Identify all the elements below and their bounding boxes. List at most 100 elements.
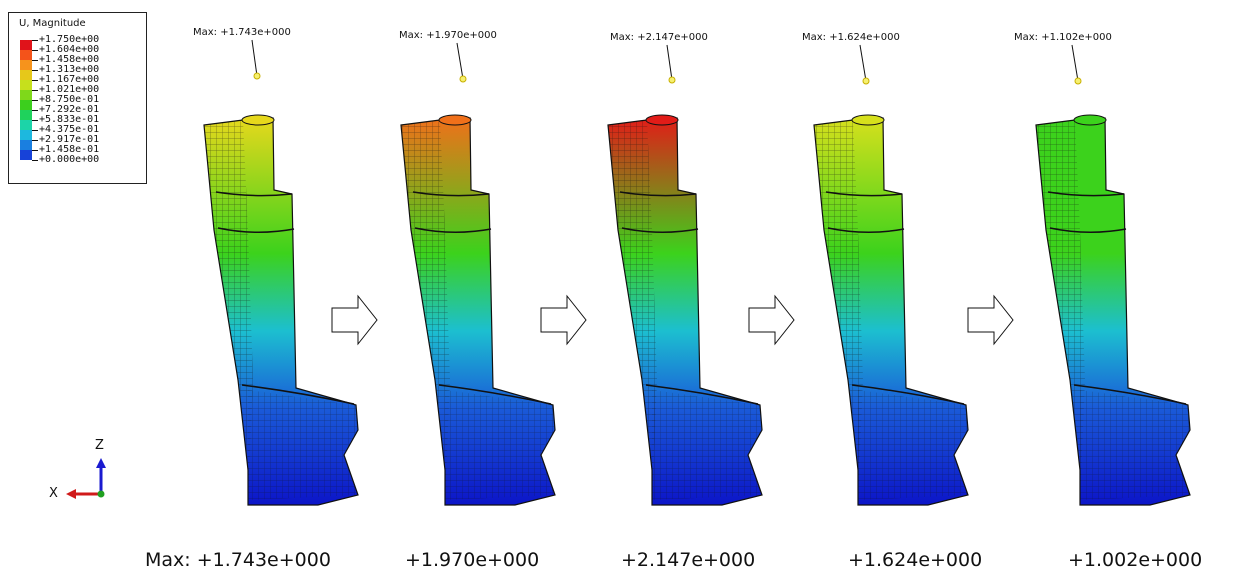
max-leader-line — [251, 39, 258, 77]
max-annotation-2: Max: +1.970e+000 — [399, 30, 497, 41]
band-line — [438, 384, 552, 405]
tube-opening — [241, 114, 275, 126]
contour-legend: U, Magnitude +1.750e+00+1.604e+00+1.458e… — [8, 12, 147, 184]
max-marker — [459, 75, 467, 83]
legend-label: +1.750e+00 — [39, 34, 100, 45]
legend-tick — [32, 120, 38, 121]
mesh-overlay-base — [1080, 390, 1190, 500]
max-leader-line — [666, 44, 673, 81]
legend-color-step — [20, 90, 32, 100]
sequence-arrow-2 — [540, 294, 587, 346]
legend-color-step — [20, 100, 32, 110]
max-marker — [253, 72, 261, 80]
band-line — [619, 191, 697, 197]
band-line — [1047, 191, 1125, 197]
legend-label: +2.917e-01 — [39, 134, 100, 145]
max-annotation-1: Max: +1.743e+000 — [193, 27, 291, 38]
legend-tick — [32, 160, 38, 161]
band-line — [851, 384, 965, 405]
bottom-max-value-1: Max: +1.743e+000 — [145, 549, 331, 571]
deformed-model-1 — [203, 39, 359, 506]
legend-color-step — [20, 50, 32, 60]
tube-opening — [438, 114, 472, 126]
max-marker — [862, 77, 870, 85]
mesh-overlay — [814, 120, 863, 500]
legend-tick — [32, 40, 38, 41]
legend-tick — [32, 70, 38, 71]
legend-color-step — [20, 140, 32, 150]
sequence-arrow-1 — [331, 294, 378, 346]
legend-color-step — [20, 70, 32, 80]
band-line — [645, 384, 759, 405]
sequence-arrow-4 — [967, 294, 1014, 346]
max-leader-line — [1071, 44, 1079, 82]
deformed-model-2 — [400, 42, 556, 506]
bottom-max-value-5: +1.002e+000 — [1068, 549, 1203, 571]
mesh-overlay — [401, 120, 450, 500]
legend-tick — [32, 130, 38, 131]
max-annotation-4: Max: +1.624e+000 — [802, 32, 900, 43]
legend-label: +7.292e-01 — [39, 104, 100, 115]
band-line — [1073, 384, 1187, 405]
legend-color-step — [20, 150, 32, 160]
triad-z-label: Z — [95, 438, 104, 453]
legend-color-step — [20, 130, 32, 140]
legend-label: +0.000e+00 — [39, 154, 100, 165]
band-line — [217, 227, 295, 234]
legend-label: +4.375e-01 — [39, 124, 100, 135]
deformed-model-3 — [607, 44, 763, 506]
max-annotation-3: Max: +2.147e+000 — [610, 32, 708, 43]
legend-color-step — [20, 60, 32, 70]
legend-label: +1.458e+00 — [39, 54, 100, 65]
mesh-overlay-base — [445, 390, 555, 500]
max-leader-line — [456, 42, 464, 80]
legend-color-step — [20, 110, 32, 120]
legend-tick — [32, 140, 38, 141]
legend-label: +1.021e+00 — [39, 84, 100, 95]
band-line — [827, 227, 905, 234]
band-line — [215, 191, 293, 197]
legend-label: +1.313e+00 — [39, 64, 100, 75]
mesh-overlay — [1036, 120, 1085, 500]
max-marker — [1074, 77, 1082, 85]
max-leader-line — [859, 44, 867, 82]
max-annotation-5: Max: +1.102e+000 — [1014, 32, 1112, 43]
triad-x-label: X — [49, 486, 58, 501]
legend-title: U, Magnitude — [19, 18, 86, 29]
legend-tick — [32, 100, 38, 101]
band-line — [414, 227, 492, 234]
legend-label: +1.167e+00 — [39, 74, 100, 85]
legend-color-bar — [20, 40, 32, 160]
max-marker — [668, 76, 676, 84]
legend-tick — [32, 90, 38, 91]
legend-color-step — [20, 80, 32, 90]
deformed-model-4 — [813, 44, 969, 506]
mesh-overlay-base — [652, 390, 762, 500]
band-line — [412, 191, 490, 197]
legend-label: +1.458e-01 — [39, 144, 100, 155]
mesh-overlay-base — [248, 390, 358, 500]
legend-label: +5.833e-01 — [39, 114, 100, 125]
bottom-max-value-2: +1.970e+000 — [405, 549, 540, 571]
bottom-max-value-3: +2.147e+000 — [621, 549, 756, 571]
legend-color-step — [20, 40, 32, 50]
legend-tick — [32, 80, 38, 81]
tube-opening — [1073, 114, 1107, 126]
sequence-arrow-3 — [748, 294, 795, 346]
legend-color-step — [20, 120, 32, 130]
mesh-overlay — [204, 120, 253, 500]
legend-tick — [32, 150, 38, 151]
bottom-max-value-4: +1.624e+000 — [848, 549, 983, 571]
tube-opening — [851, 114, 885, 126]
legend-tick — [32, 60, 38, 61]
tube-opening — [645, 114, 679, 126]
band-line — [621, 227, 699, 234]
mesh-overlay-base — [858, 390, 968, 500]
axis-triad — [66, 458, 106, 499]
band-line — [1049, 227, 1127, 234]
mesh-overlay — [608, 120, 657, 500]
legend-label: +1.604e+00 — [39, 44, 100, 55]
band-line — [241, 384, 355, 405]
